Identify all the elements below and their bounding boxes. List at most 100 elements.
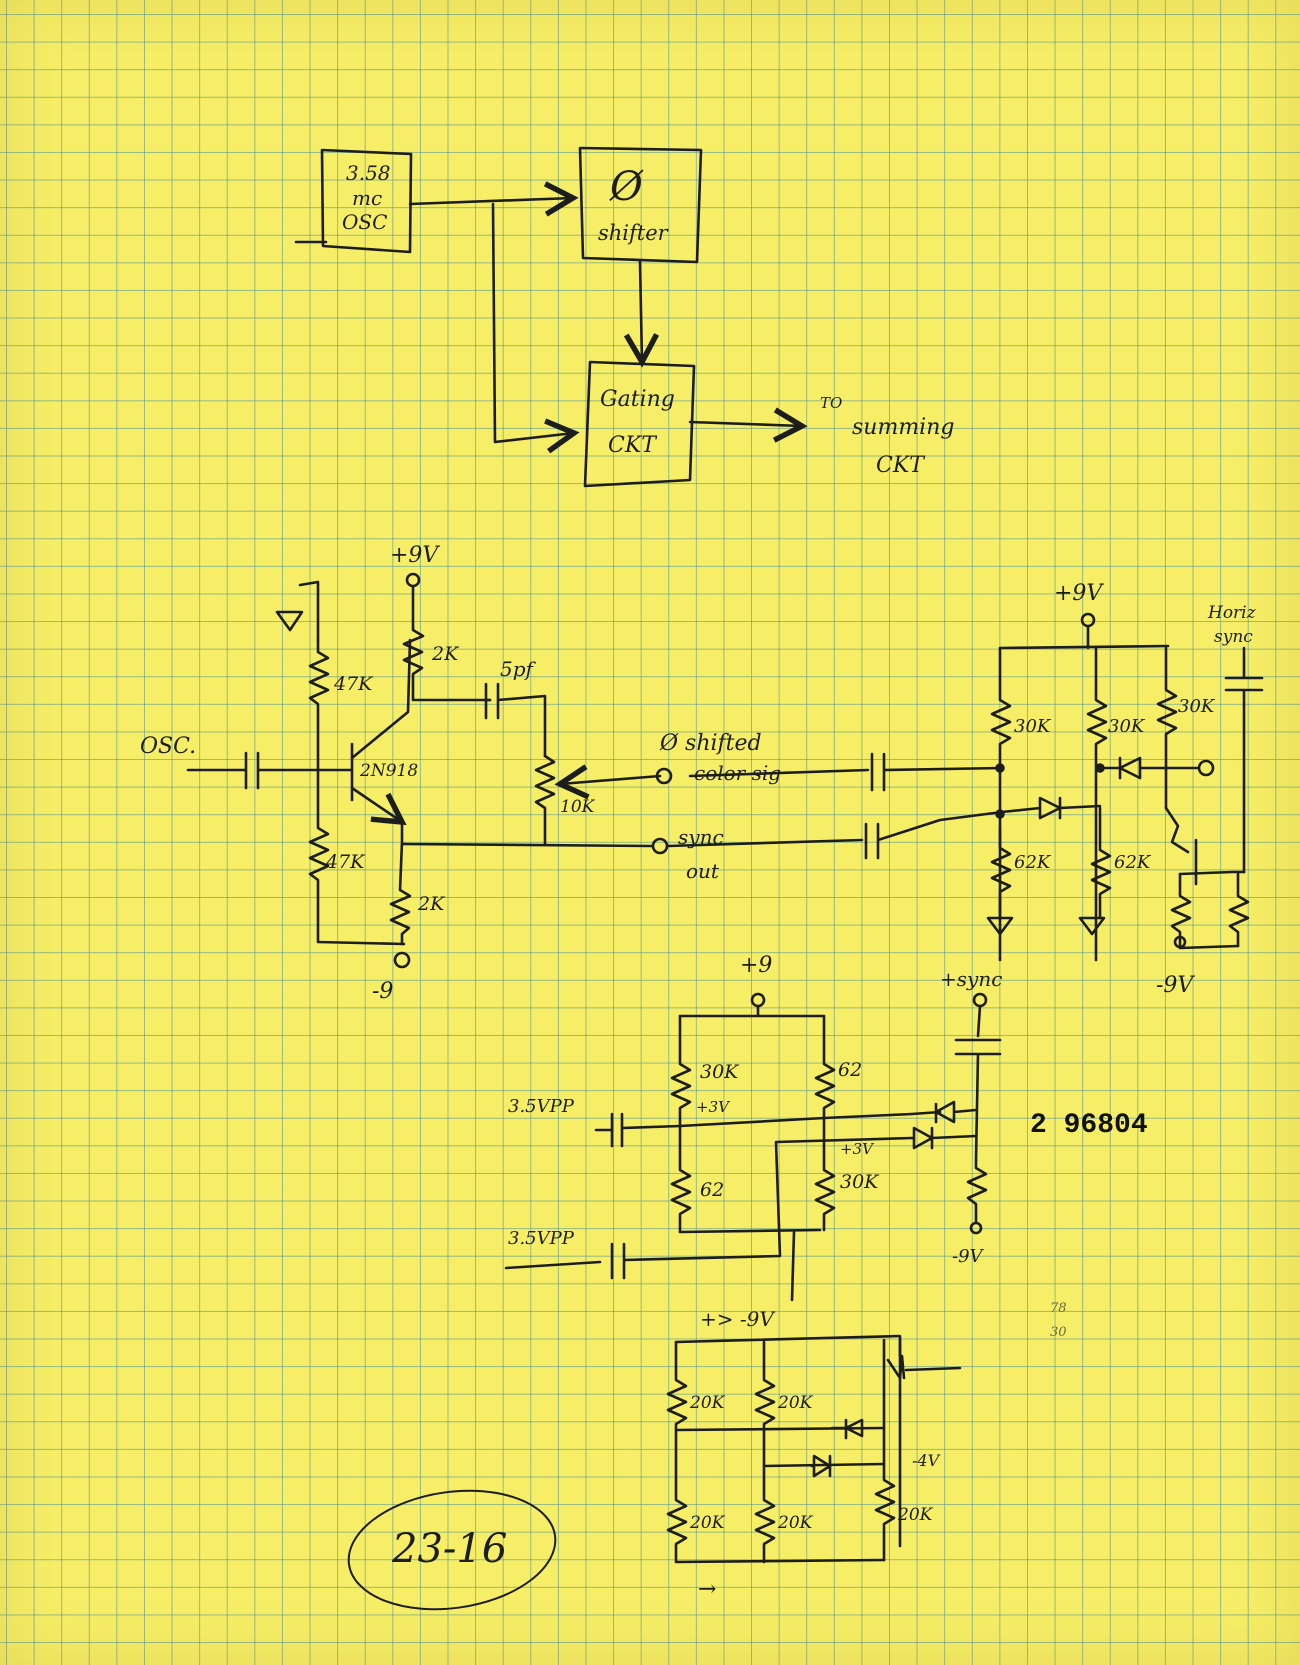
output-summing-label: summing [852, 415, 954, 440]
lower-supply-minus-label: -9V [952, 1246, 985, 1267]
r62-top-label: 62 [838, 1059, 862, 1081]
supply-minus-terminal [393, 951, 411, 969]
r47k-bottom-label: 47K [325, 851, 366, 873]
gate-stage: +9V 30K 30K 30K 62K 62K Horiz sync [666, 581, 1264, 998]
margin-note-2: 30 [1050, 1325, 1067, 1340]
r62k-left-label: 62K [1014, 852, 1052, 873]
gate-bus [1178, 838, 1246, 886]
sync-plus-terminal [972, 992, 988, 1008]
lower-resistor-sync [966, 1158, 988, 1224]
sync-out-line [400, 842, 654, 848]
diode-horiz [1098, 756, 1200, 780]
page-id-group: 23-16 [347, 1489, 557, 1611]
bottom-stage: +> -9V 20K 20K 20K 20K 20K -4V → 78 30 [666, 1301, 1067, 1602]
bottom-diode-1 [830, 1418, 864, 1440]
resistor-30k-left [990, 646, 1012, 962]
horiz-sync-terminal [1197, 759, 1215, 777]
resistor-62k-mid [1090, 806, 1112, 920]
lower-supply-rail [678, 1004, 826, 1018]
diode-sync [1000, 796, 1102, 820]
transistor-collector [350, 638, 412, 760]
supply-plus-label: +9V [390, 543, 440, 568]
bottom-level-label: -4V [912, 1451, 941, 1470]
resistor-bottom-left [1170, 872, 1240, 950]
gating-block [583, 360, 696, 488]
bottom-r5-label: 20K [897, 1505, 934, 1525]
capacitor-5pf [484, 682, 547, 758]
osc-label-freq: 3.58 [346, 161, 391, 185]
bottom-diode-2 [810, 1454, 832, 1478]
supply-plus-terminal [405, 572, 421, 588]
gate-supply-terminal [1080, 612, 1096, 628]
input-coupling-capacitor [186, 751, 354, 790]
bottom-supply-rail [674, 1334, 902, 1548]
lower-diode-bottom [910, 1126, 978, 1150]
bottom-r4-label: 20K [777, 1513, 814, 1533]
resistor-bottom-right [1228, 872, 1250, 948]
gate-output-arrow [688, 407, 808, 443]
cap-5pf-label: 5pf [500, 657, 537, 681]
input-2-line [504, 1136, 914, 1280]
r62-lower-label: 62 [700, 1179, 724, 1201]
bottom-resistor-column-2 [754, 1340, 776, 1564]
bottom-r1-label: 20K [689, 1393, 726, 1413]
osc-input-label: OSC. [140, 734, 196, 759]
r62k-mid-label: 62K [1114, 852, 1152, 873]
shifter-label: shifter [598, 221, 670, 245]
osc-label-name: OSC [342, 210, 387, 234]
gate-minus-terminal [1173, 935, 1187, 949]
resistor-62k-left [990, 826, 1012, 918]
ground-symbol-mid [1078, 916, 1106, 936]
resistor-47k-bottom [308, 768, 406, 946]
resistor-2k-emitter [389, 820, 412, 946]
bottom-resistor-column-1 [666, 1340, 886, 1564]
bottom-r3-label: 20K [777, 1393, 814, 1413]
oscillator-block [320, 148, 413, 254]
transistor-label: 2N918 [359, 761, 418, 781]
supply-minus-label: -9 [372, 979, 393, 1004]
r30k-mid-label: 30K [1108, 716, 1146, 737]
potentiometer-wiper [554, 764, 662, 800]
lower-diode-top [910, 1100, 978, 1124]
osc-label-unit: mc [352, 186, 382, 210]
sync-capacitor [666, 810, 1004, 860]
sync-plus-capacitor [954, 1004, 1002, 1162]
lower-stage: +9 30K 62 +3V 62 30K +3V 3.5VPP 3.5VPP +… [504, 953, 1148, 1302]
transistor-emitter [350, 786, 407, 826]
r-emitter-label: 2K [417, 893, 446, 915]
osc-to-shifter-arrow [408, 181, 579, 217]
color-signal-terminal [655, 767, 673, 785]
pot-label: 10K [560, 797, 596, 817]
osc-to-gate-arrow [491, 202, 580, 454]
resistor-30k-mid [1086, 646, 1108, 962]
lower-supply-plus-label: +9 [740, 953, 772, 978]
bottom-r2-label: 20K [689, 1513, 726, 1533]
bottom-supplies-label: +> -9V [700, 1307, 776, 1331]
sync-plus-label: +sync [940, 967, 1002, 991]
page-id-ellipse [347, 1489, 557, 1611]
ground-symbol-left [986, 916, 1014, 936]
output-ckt-label: CKT [876, 453, 926, 478]
sync-out-label-2: out [686, 859, 720, 883]
ground-wire [298, 580, 320, 642]
r30k-lower-2-label: 30K [840, 1171, 880, 1193]
ground-symbol [275, 610, 304, 632]
r30k-right-label: 30K [1178, 696, 1216, 717]
margin-note-1: 78 [1050, 1301, 1067, 1316]
oscillator-stage: 47K 47K OSC. 2N918 +9V 2K 5pf 10K 2K -9 … [140, 543, 781, 1004]
lower-resistor-column-left [670, 1014, 822, 1234]
bottom-output-device [886, 1338, 962, 1380]
horiz-label: Horiz [1207, 603, 1257, 623]
gate-squiggle [1164, 806, 1190, 854]
gating-label: Gating [600, 387, 675, 412]
phase-shifter-block [578, 146, 703, 264]
resistor-2k-collector [402, 584, 492, 702]
input-2-label: 3.5VPP [508, 1228, 575, 1249]
gate-supply-rail [998, 624, 1170, 650]
shifter-to-gate-arrow [623, 260, 660, 368]
lower-resistor-column-right [814, 1014, 836, 1232]
bottom-crossbars [674, 1426, 886, 1468]
color-signal-capacitor [688, 752, 1005, 792]
